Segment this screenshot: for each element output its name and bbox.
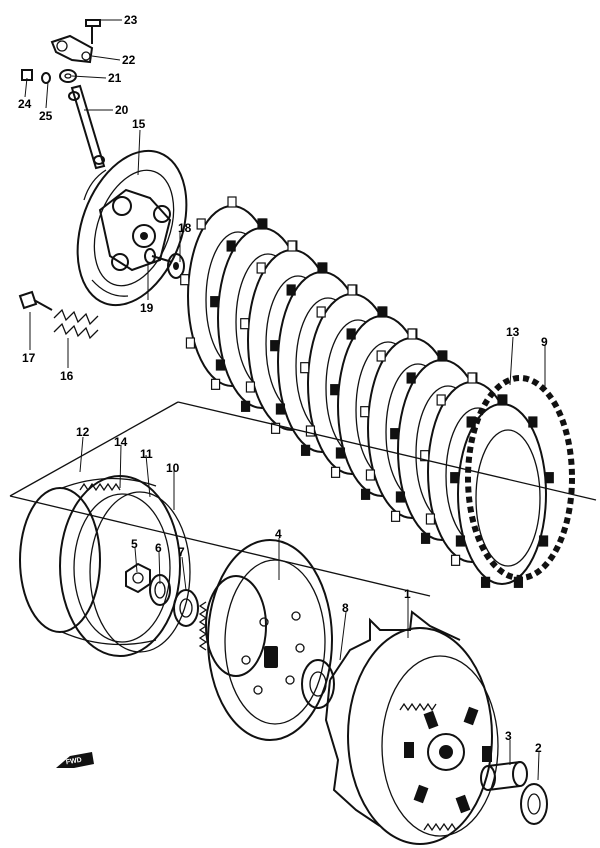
part-label-5: 5 xyxy=(131,537,138,551)
spacer-and-washer xyxy=(480,761,548,825)
primary-driven-gear xyxy=(198,539,333,741)
part-label-12: 12 xyxy=(76,425,90,439)
part-label-3: 3 xyxy=(505,729,512,743)
part-label-8: 8 xyxy=(342,601,349,615)
part-label-9: 9 xyxy=(541,335,548,349)
thrust-washer xyxy=(301,659,335,709)
part-label-22: 22 xyxy=(122,53,136,67)
nut-washer-set xyxy=(125,562,199,627)
part-label-13: 13 xyxy=(506,325,520,339)
part-label-15: 15 xyxy=(132,117,146,131)
part-label-18: 18 xyxy=(178,221,192,235)
part-label-11: 11 xyxy=(140,447,153,461)
part-label-16: 16 xyxy=(60,369,74,383)
part-label-4: 4 xyxy=(275,527,282,541)
fwd-arrow-icon xyxy=(56,752,94,768)
part-label-17: 17 xyxy=(22,351,36,365)
part-label-2: 2 xyxy=(535,741,542,755)
part-label-7: 7 xyxy=(178,545,185,559)
part-label-25: 25 xyxy=(39,109,53,123)
part-label-21: 21 xyxy=(108,71,122,85)
release-bearing xyxy=(144,248,185,279)
bolt-and-spring xyxy=(18,290,99,340)
clutch-plate-stack xyxy=(180,196,575,588)
assembly-outline xyxy=(9,401,597,597)
pressure-plate xyxy=(76,149,188,307)
part-label-10: 10 xyxy=(166,461,180,475)
part-label-1: 1 xyxy=(404,587,411,601)
sleeve-hub xyxy=(19,475,191,657)
part-label-20: 20 xyxy=(115,103,129,117)
leader-lines xyxy=(24,19,546,781)
part-label-6: 6 xyxy=(155,541,162,555)
release-arm-assembly xyxy=(21,19,106,170)
part-label-24: 24 xyxy=(18,97,32,111)
part-label-23: 23 xyxy=(124,13,138,27)
part-label-19: 19 xyxy=(140,301,154,315)
clutch-housing xyxy=(324,610,499,845)
friction-plate-ring xyxy=(465,375,575,581)
part-label-14: 14 xyxy=(114,435,128,449)
